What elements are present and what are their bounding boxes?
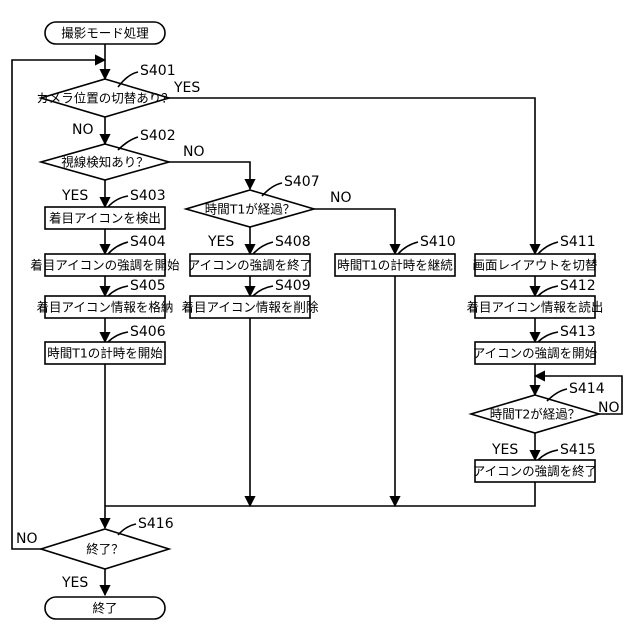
label-start: 撮影モード処理 bbox=[61, 26, 149, 41]
label-s415: アイコンの強調を終了 bbox=[473, 464, 597, 479]
branch-s401-yes: YES bbox=[173, 80, 200, 96]
step-s416: S416 bbox=[138, 516, 174, 532]
label-s409: 着目アイコン情報を削除 bbox=[182, 300, 319, 315]
label-s410: 時間T1の計時を継続 bbox=[337, 258, 453, 273]
step-s409: S409 bbox=[275, 278, 311, 294]
leader-s413 bbox=[538, 332, 558, 342]
step-s402: S402 bbox=[140, 128, 176, 144]
label-s406: 時間T1の計時を開始 bbox=[47, 346, 163, 361]
branch-s407-yes: YES bbox=[207, 234, 234, 250]
label-s412: 着目アイコン情報を読出 bbox=[467, 300, 604, 315]
step-s408: S408 bbox=[275, 234, 311, 250]
leader-s408 bbox=[253, 242, 273, 254]
step-s412: S412 bbox=[560, 278, 596, 294]
leader-s411 bbox=[538, 242, 558, 254]
edge-s415-merge bbox=[105, 482, 535, 506]
label-s403: 着目アイコンを検出 bbox=[49, 211, 161, 226]
branch-s414-no: NO bbox=[598, 400, 620, 416]
label-s413: アイコンの強調を開始 bbox=[473, 346, 598, 361]
step-s410: S410 bbox=[420, 234, 456, 250]
label-s401: カメラ位置の切替あり？ bbox=[36, 91, 174, 106]
connectors bbox=[12, 44, 622, 595]
label-s407: 時間T1が経過？ bbox=[205, 202, 296, 217]
branch-s414-yes: YES bbox=[491, 442, 518, 458]
branch-s416-yes: YES bbox=[61, 575, 88, 591]
step-s405: S405 bbox=[130, 278, 166, 294]
leader-s412 bbox=[538, 286, 558, 296]
branch-s402-yes: YES bbox=[61, 188, 88, 204]
branch-s416-no: NO bbox=[16, 531, 38, 547]
step-s413: S413 bbox=[560, 324, 596, 340]
leader-s409 bbox=[253, 286, 273, 296]
leader-s402 bbox=[118, 137, 138, 150]
branch-s402-no: NO bbox=[183, 144, 205, 160]
label-s416: 終了？ bbox=[86, 542, 124, 557]
leader-s404 bbox=[108, 242, 128, 254]
label-s402: 視線検知あり？ bbox=[61, 155, 149, 170]
leader-s405 bbox=[108, 286, 128, 296]
label-s408: アイコンの強調を終了 bbox=[188, 258, 312, 273]
edge-s407-no bbox=[314, 209, 395, 254]
edge-s401-yes bbox=[169, 98, 535, 254]
leader-s415 bbox=[538, 450, 558, 460]
label-s404: 着目アイコンの強調を開始 bbox=[30, 258, 180, 273]
step-s414: S414 bbox=[569, 381, 605, 397]
label-s414: 時間T2が経過？ bbox=[490, 407, 581, 422]
label-s405: 着目アイコン情報を格納 bbox=[37, 300, 174, 315]
leader-s406 bbox=[108, 332, 128, 342]
step-s407: S407 bbox=[284, 174, 320, 190]
branch-s407-no: NO bbox=[330, 190, 352, 206]
label-s411: 画面レイアウトを切替 bbox=[472, 258, 598, 273]
step-s415: S415 bbox=[560, 442, 596, 458]
step-s411: S411 bbox=[560, 234, 596, 250]
branch-s401-no: NO bbox=[72, 122, 94, 138]
step-s403: S403 bbox=[130, 188, 166, 204]
label-end: 終了 bbox=[92, 601, 117, 616]
step-s406: S406 bbox=[130, 324, 166, 340]
leader-s410 bbox=[398, 242, 418, 254]
step-s404: S404 bbox=[130, 234, 166, 250]
edge-s402-no bbox=[169, 162, 250, 189]
leader-s403 bbox=[108, 196, 128, 207]
leader-s414 bbox=[547, 389, 567, 401]
step-s401: S401 bbox=[140, 63, 176, 79]
